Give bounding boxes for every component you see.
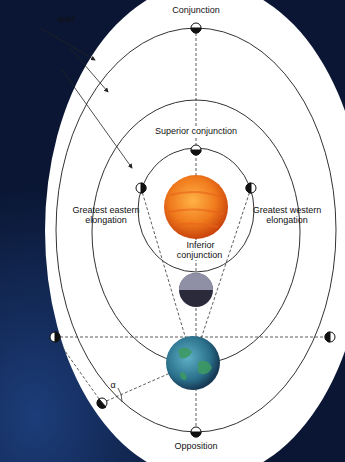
- angle-label: α: [107, 380, 119, 390]
- position-label: Greatest western elongation: [248, 205, 326, 225]
- position-label: Opposition: [161, 441, 231, 451]
- position-label: Conjunction: [161, 5, 231, 15]
- position-label: Inferior conjunction: [170, 240, 230, 260]
- position-label: anet: [51, 14, 81, 24]
- outer-orbit: [56, 28, 336, 432]
- position-label: Greatest eastern elongation: [67, 205, 145, 225]
- position-label: Superior conjunction: [146, 126, 246, 136]
- inner-orbit: [138, 148, 254, 272]
- white-card: [45, 0, 345, 462]
